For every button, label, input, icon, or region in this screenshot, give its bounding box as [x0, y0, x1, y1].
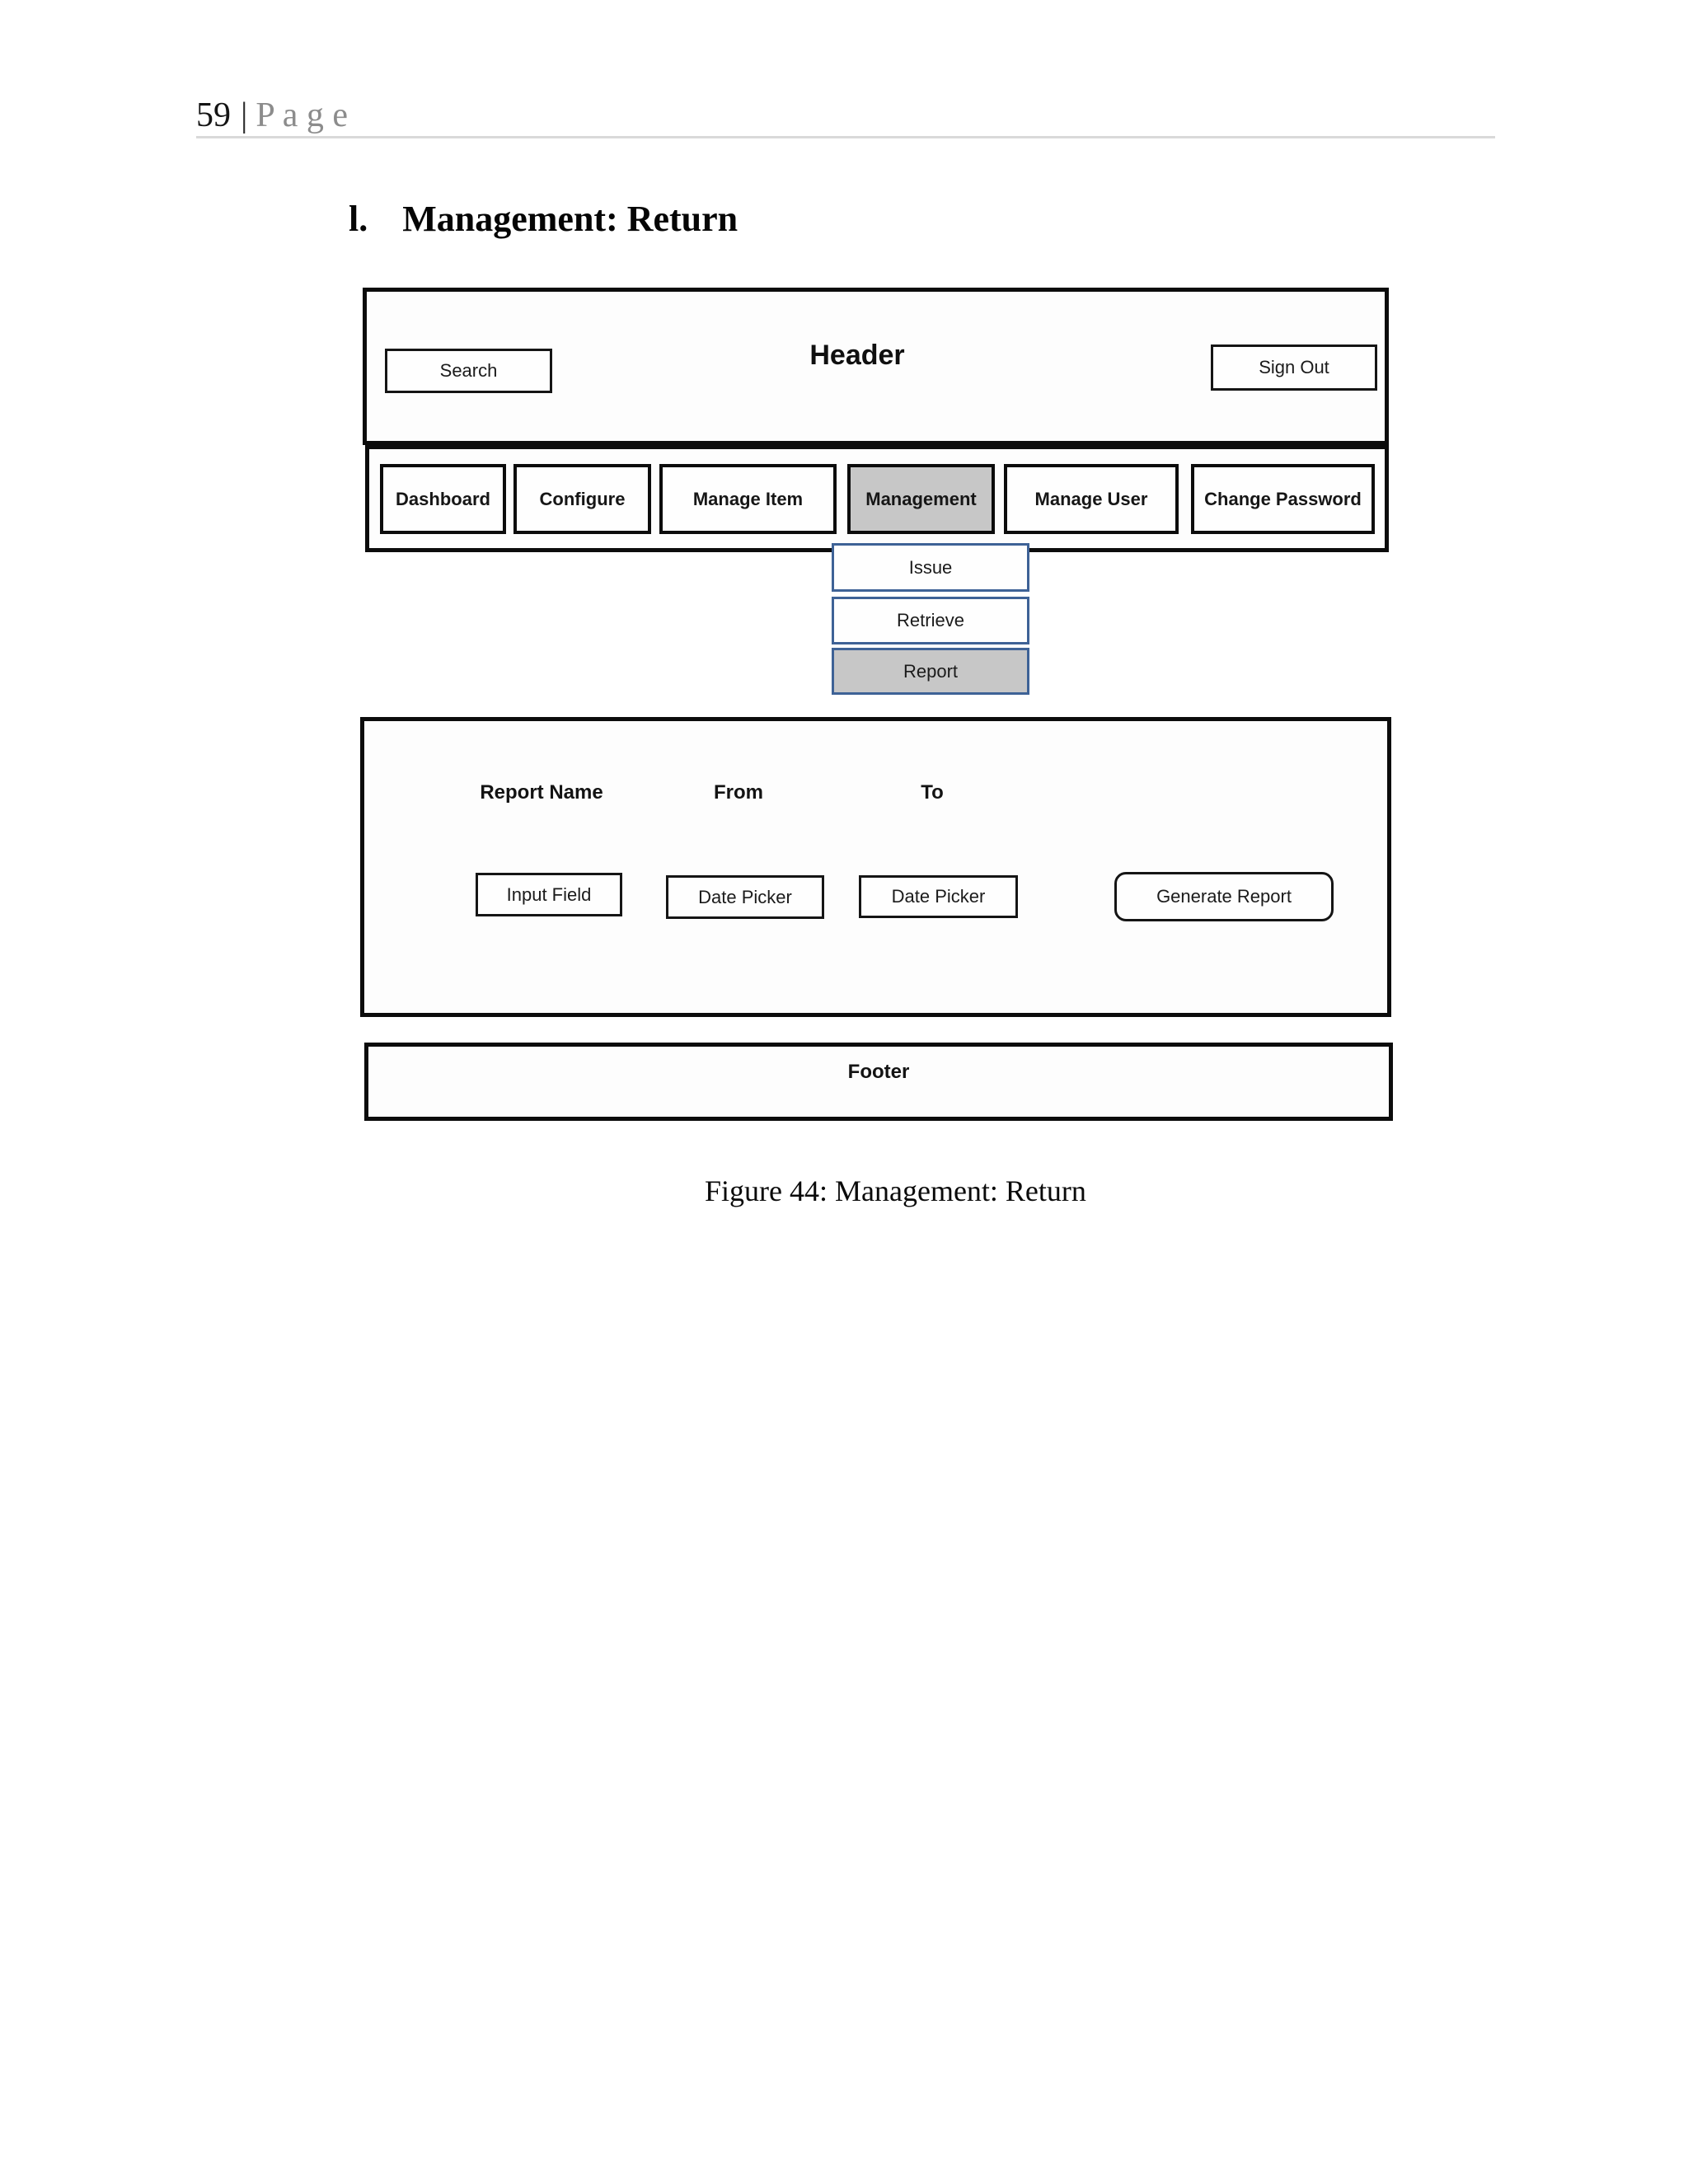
nav-item-change-password[interactable]: Change Password	[1191, 464, 1375, 534]
date-picker-from-label: Date Picker	[698, 886, 792, 907]
header-rule	[196, 136, 1495, 138]
report-name-input[interactable]: Input Field	[476, 873, 622, 916]
nav-item-manage-item[interactable]: Manage Item	[659, 464, 837, 534]
nav-item-dashboard[interactable]: Dashboard	[380, 464, 506, 534]
footer-label: Footer	[847, 1060, 910, 1083]
section-heading-index: l.	[349, 199, 368, 239]
dropdown-item-retrieve[interactable]: Retrieve	[832, 597, 1029, 644]
figure-caption: Figure 44: Management: Return	[705, 1174, 1086, 1207]
section-heading: l. Management: Return	[349, 198, 738, 240]
report-name-label: Report Name	[480, 781, 603, 804]
from-label: From	[714, 781, 763, 804]
report-name-input-placeholder: Input Field	[506, 883, 592, 905]
dropdown-item-issue[interactable]: Issue	[832, 543, 1029, 592]
search-button[interactable]: Search	[385, 349, 552, 393]
date-picker-to-label: Date Picker	[891, 886, 986, 907]
date-picker-to[interactable]: Date Picker	[859, 875, 1018, 918]
page-word: P a g e	[256, 96, 349, 134]
generate-report-button-label: Generate Report	[1156, 886, 1292, 907]
to-label: To	[921, 781, 944, 804]
sign-out-button-label: Sign Out	[1259, 357, 1329, 377]
wireframe-footer-box: Footer	[364, 1043, 1393, 1121]
page-number: 59	[196, 96, 231, 134]
running-head: 59 |P a g e	[196, 96, 348, 135]
sign-out-button[interactable]: Sign Out	[1211, 344, 1377, 391]
page-number-separator: |	[241, 96, 248, 134]
date-picker-from[interactable]: Date Picker	[666, 875, 824, 919]
report-panel	[360, 717, 1391, 1017]
generate-report-button[interactable]: Generate Report	[1114, 872, 1334, 921]
nav-item-manage-user[interactable]: Manage User	[1004, 464, 1179, 534]
nav-item-configure[interactable]: Configure	[513, 464, 651, 534]
section-heading-text: Management: Return	[402, 199, 738, 239]
nav-item-management-active[interactable]: Management	[847, 464, 995, 534]
dropdown-item-report-selected[interactable]: Report	[832, 648, 1029, 695]
header-title: Header	[809, 340, 905, 371]
search-button-label: Search	[439, 360, 498, 381]
